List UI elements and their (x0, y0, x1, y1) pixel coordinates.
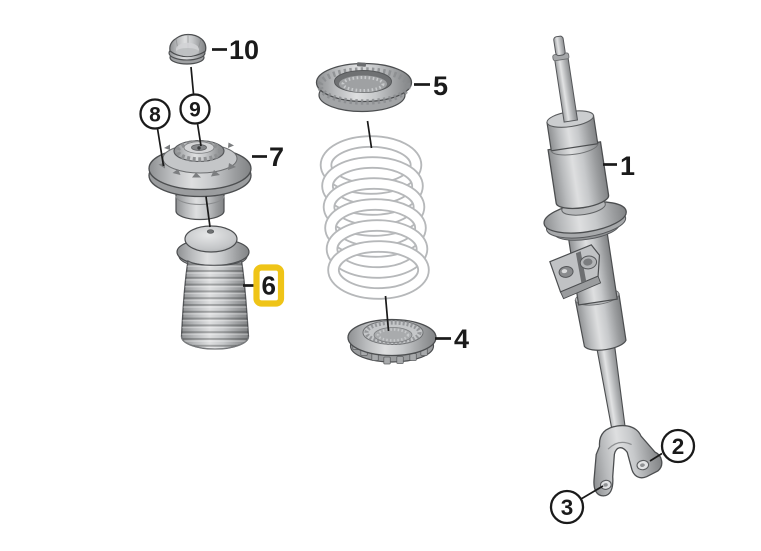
strut-piston-rod (553, 56, 579, 123)
coil-spring-part (319, 135, 430, 300)
callout-6-label[interactable]: 6 (261, 271, 275, 301)
callout-8-circle (139, 98, 171, 130)
strut-fork (593, 424, 663, 497)
strut-body (547, 141, 610, 210)
upper-spring-pad-part (315, 62, 413, 113)
strut-lower-cylinder (574, 293, 627, 351)
callout-3-circle (549, 489, 585, 525)
strut-rod-tip (553, 35, 566, 57)
boot-dome (184, 225, 238, 253)
callout-6-highlighted[interactable]: 6 (243, 264, 285, 307)
callout-10-label[interactable]: 10 (229, 35, 259, 65)
callout-7[interactable]: 7 (252, 142, 284, 172)
additional-damper-boot-part (176, 225, 250, 350)
callout-2-label: 2 (672, 434, 685, 459)
callout-10[interactable]: 10 (212, 35, 259, 65)
callout-8-label: 8 (149, 104, 161, 127)
leader-cap-to-9 (190, 66, 195, 95)
protection-cap-part (168, 33, 207, 65)
callout-2-circle (660, 428, 696, 464)
callout-9-label: 9 (189, 99, 201, 122)
callout-9[interactable]: 9 (179, 93, 211, 125)
spring-strut-part (543, 35, 663, 497)
callout-1[interactable]: 1 (603, 151, 635, 181)
guide-support-part (148, 139, 252, 221)
callouts: 10 9 8 7 6 5 4 (139, 35, 696, 525)
leader-lines (156, 66, 663, 500)
callout-4-label[interactable]: 4 (454, 324, 469, 354)
callout-3[interactable]: 3 (549, 489, 585, 525)
callout-9-circle (179, 93, 211, 125)
leader-3-to-fork (580, 485, 604, 500)
leader-5-to-spring (366, 120, 373, 149)
callout-3-label: 3 (561, 495, 574, 520)
callout-4[interactable]: 4 (435, 324, 469, 354)
callout-2[interactable]: 2 (660, 428, 696, 464)
highlight-box[interactable] (253, 264, 285, 307)
callout-8[interactable]: 8 (139, 98, 171, 130)
lower-spring-pad-part (347, 318, 437, 365)
leader-9-to-hub (196, 123, 202, 147)
leader-7-to-boot (205, 196, 211, 228)
callout-5[interactable]: 5 (414, 71, 448, 101)
callout-7-label[interactable]: 7 (269, 142, 284, 172)
callout-5-label[interactable]: 5 (433, 71, 448, 101)
callout-1-label[interactable]: 1 (620, 151, 635, 181)
strut-thin-shaft (596, 344, 627, 438)
guide-support-teeth (158, 142, 236, 178)
leader-spring-to-4 (384, 295, 390, 332)
leader-fork-to-2 (649, 452, 663, 462)
strut-bracket (549, 244, 602, 300)
leader-8-to-flange (156, 128, 165, 167)
